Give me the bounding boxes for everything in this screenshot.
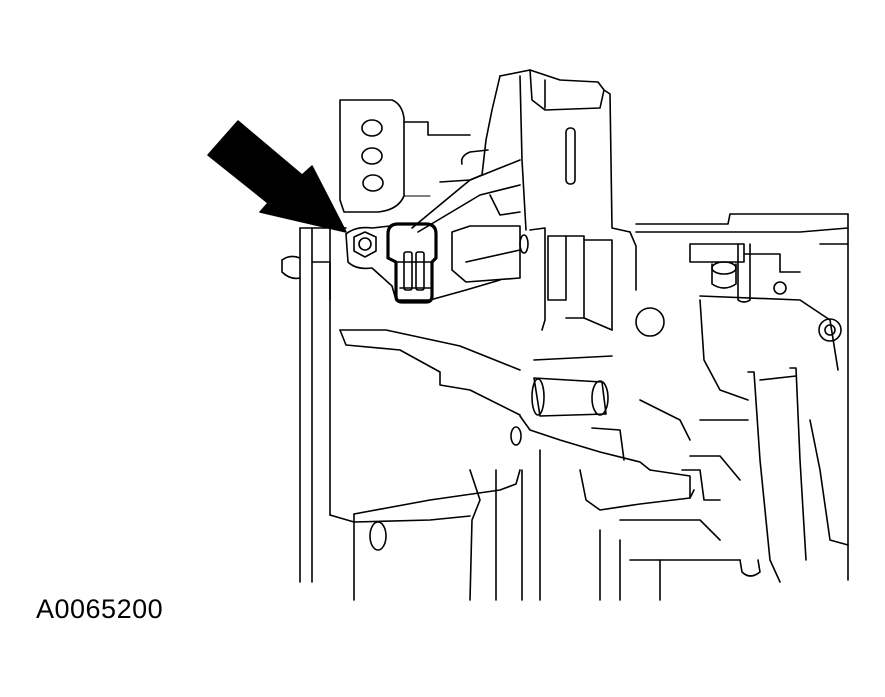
sensor-boss [339, 225, 521, 416]
hex-bolt [353, 231, 377, 258]
left-housing [281, 227, 347, 583]
cylinder-bosses [510, 307, 665, 446]
casting-tower [411, 69, 631, 233]
pointer-arrow [207, 120, 347, 233]
lower-frame [329, 415, 721, 601]
figure-id-label: A0065200 [36, 594, 164, 624]
lower-ribs [629, 295, 849, 583]
center-bracket [451, 225, 637, 331]
right-housing [635, 213, 849, 581]
sensor-connector [386, 222, 438, 304]
mounting-bracket [339, 99, 471, 213]
